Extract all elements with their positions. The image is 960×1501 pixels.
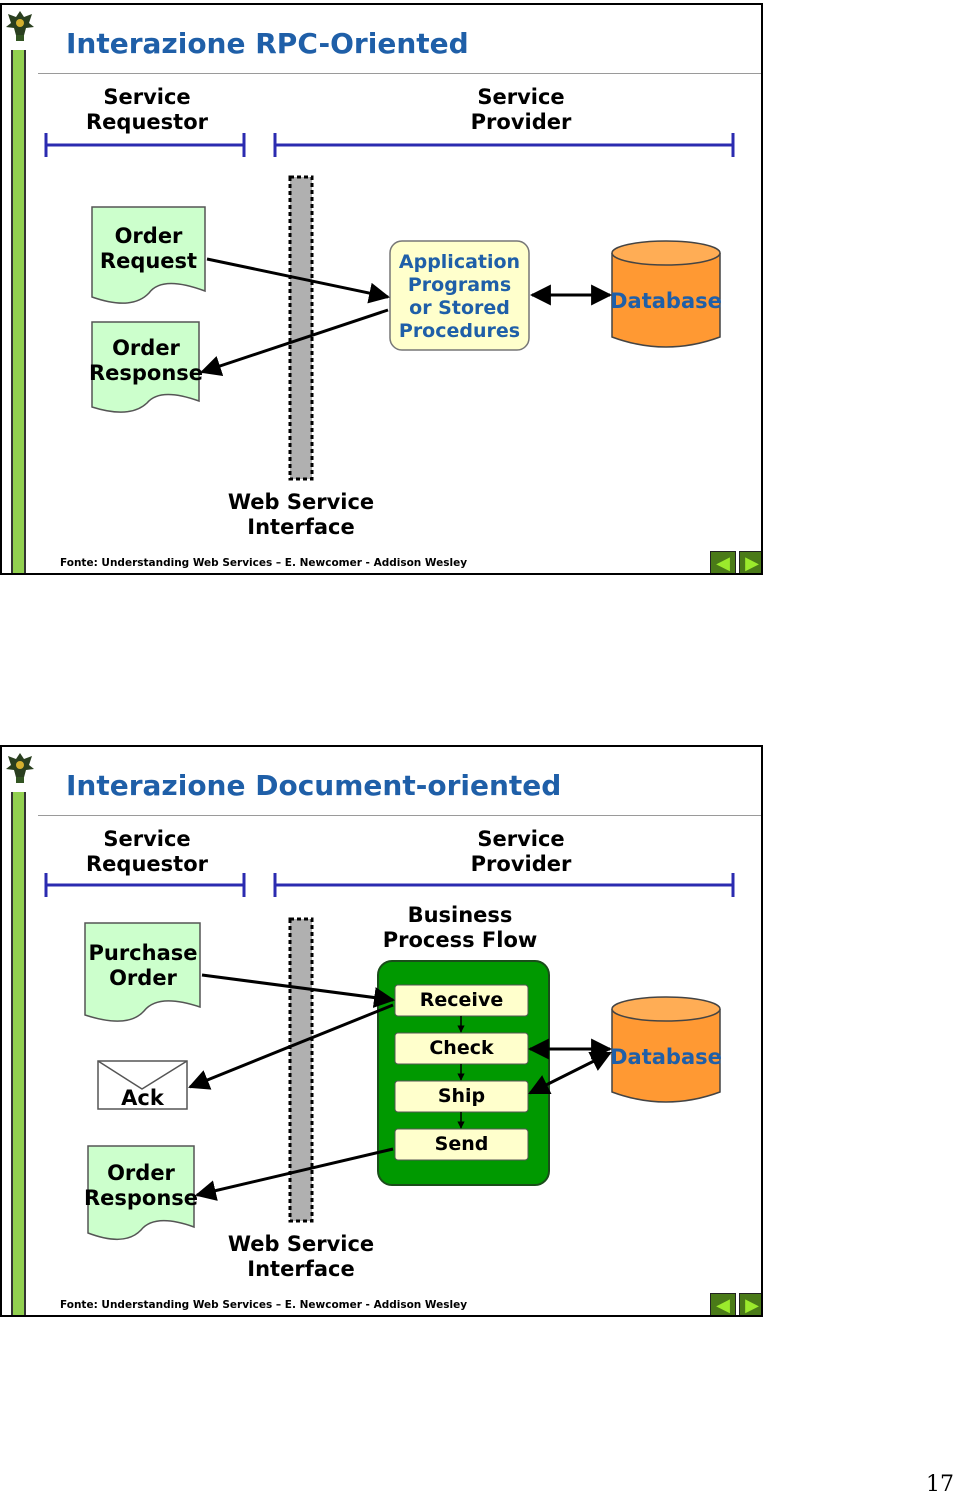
request-arrow xyxy=(206,257,391,304)
business-process-flow-label: Business Process Flow xyxy=(382,903,538,952)
response-arrow xyxy=(200,308,389,376)
order-response-label: Order Response xyxy=(83,1161,199,1210)
web-service-interface-label: Web Service Interface xyxy=(227,1232,375,1281)
triangle-right-icon: ▶ xyxy=(745,1294,759,1316)
ack-arrow xyxy=(188,1003,394,1090)
order-request-document xyxy=(91,206,206,304)
order-response-document xyxy=(87,1145,195,1240)
database-label: Database xyxy=(610,289,722,313)
prev-slide-button[interactable]: ◀ xyxy=(710,1293,736,1316)
provider-bracket xyxy=(273,133,735,157)
title-divider xyxy=(38,815,761,816)
eagle-logo-icon xyxy=(6,753,34,783)
requestor-bracket xyxy=(44,133,246,157)
triangle-right-icon: ▶ xyxy=(745,552,759,574)
page-number: 17 xyxy=(926,1472,954,1497)
purchase-order-arrow xyxy=(201,973,396,1008)
provider-label: Service Provider xyxy=(470,827,572,876)
step-label-send: Send xyxy=(434,1133,489,1155)
web-service-interface-bar xyxy=(288,175,314,481)
database-cylinder xyxy=(611,240,721,348)
ack-envelope-icon xyxy=(97,1060,188,1110)
title-divider xyxy=(38,73,761,74)
step-label-ship: Ship xyxy=(437,1085,486,1107)
triangle-left-icon: ◀ xyxy=(716,1294,730,1316)
purchase-order-document xyxy=(84,922,201,1022)
step-box-send xyxy=(394,1128,529,1161)
web-service-interface-bar xyxy=(288,917,314,1223)
provider-bracket xyxy=(273,873,735,897)
slide-title: Interazione Document-oriented xyxy=(66,769,562,802)
eagle-logo-icon xyxy=(6,11,34,41)
next-slide-button[interactable]: ▶ xyxy=(739,551,761,574)
order-response-label: Order Response xyxy=(88,336,204,385)
requestor-bracket xyxy=(44,873,246,897)
step-label-check: Check xyxy=(429,1037,494,1059)
slide-rpc-oriented: Interazione RPC-Oriented Servic xyxy=(0,3,763,575)
source-footer: Fonte: Understanding Web Services – E. N… xyxy=(60,557,468,569)
application-programs-label: Application Programs or Stored Procedure… xyxy=(398,251,521,342)
requestor-label: Service Requestor xyxy=(86,85,208,134)
diagram-rpc xyxy=(44,133,735,481)
ack-label: Ack xyxy=(121,1086,164,1110)
source-footer: Fonte: Understanding Web Services – E. N… xyxy=(60,1299,468,1311)
slide-document-oriented: Interazione Document-oriented xyxy=(0,745,763,1317)
ship-database-arrow xyxy=(528,1051,612,1095)
order-response-arrow xyxy=(194,1147,394,1201)
database-label: Database xyxy=(610,1045,722,1069)
step-label-receive: Receive xyxy=(419,989,504,1011)
requestor-label: Service Requestor xyxy=(86,827,208,876)
prev-slide-button[interactable]: ◀ xyxy=(710,551,736,574)
web-service-interface-label: Web Service Interface xyxy=(227,490,375,539)
order-request-label: Order Request xyxy=(99,224,198,273)
sidebar-stripe xyxy=(11,792,26,1315)
database-cylinder xyxy=(611,996,721,1103)
diagram-document xyxy=(44,873,735,1240)
purchase-order-label: Purchase Order xyxy=(88,941,198,990)
sidebar-stripe xyxy=(11,50,26,573)
order-response-document xyxy=(91,321,200,413)
slide-title: Interazione RPC-Oriented xyxy=(66,27,469,60)
provider-label: Service Provider xyxy=(470,85,572,134)
triangle-left-icon: ◀ xyxy=(716,552,730,574)
next-slide-button[interactable]: ▶ xyxy=(739,1293,761,1316)
